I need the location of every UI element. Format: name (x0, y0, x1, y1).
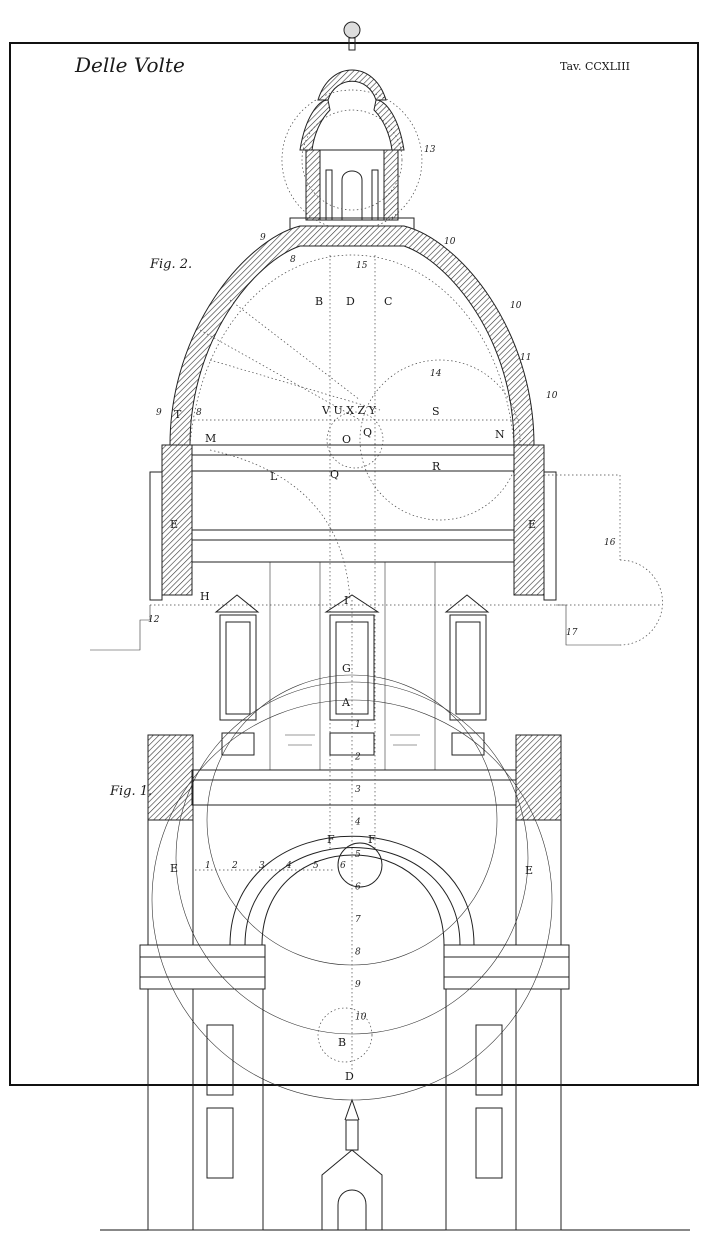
label-E-left-upper: E (170, 518, 178, 531)
horizontal-scale: 1 2 3 4 5 6 (205, 861, 346, 871)
drum (90, 444, 663, 770)
scale-number: 6 (355, 883, 361, 893)
number-14: 14 (430, 369, 442, 379)
label-E-right-upper: E (528, 518, 536, 531)
horizontal-scale-number: 5 (313, 861, 319, 871)
number-9-upper: 9 (260, 233, 266, 243)
scale-number: 2 (354, 753, 361, 763)
horizontal-scale-number: 4 (285, 861, 292, 871)
label-C-top: C (384, 295, 392, 308)
scale-number: 7 (355, 915, 361, 925)
figure-2-label: Fig. 2. (149, 257, 192, 272)
label-Q-upper: Q (363, 426, 372, 439)
number-12: 12 (148, 615, 160, 625)
label-N: N (495, 428, 505, 441)
scale-number: 9 (355, 980, 361, 990)
scale-number: 8 (355, 948, 361, 958)
label-D-bottom: D (345, 1070, 354, 1083)
horizontal-scale-number: 1 (205, 861, 211, 871)
label-T: T (174, 408, 182, 421)
label-B-top: B (315, 295, 323, 308)
plate-frame (9, 42, 699, 1086)
label-H: H (200, 590, 210, 603)
label-M: M (205, 432, 216, 445)
label-Q-lower: Q (330, 468, 339, 481)
number-15: 15 (356, 261, 368, 271)
lantern-finial (343, 21, 361, 39)
horizontal-scale-number: 2 (231, 861, 238, 871)
number-9-lower: 9 (156, 408, 162, 418)
label-A: A (341, 696, 351, 709)
label-D-top: D (346, 295, 355, 308)
piers (139, 819, 570, 1231)
number-11: 11 (520, 353, 531, 363)
label-B-bottom: B (338, 1036, 346, 1049)
number-8-lower: 8 (196, 408, 202, 418)
label-O: O (342, 433, 351, 446)
arch-section (147, 600, 562, 1101)
label-S: S (432, 405, 440, 418)
horizontal-scale-number: 3 (259, 861, 265, 871)
number-16: 16 (604, 538, 616, 548)
number-8-upper: 8 (290, 255, 296, 265)
number-17: 17 (566, 628, 578, 638)
number-10-b: 10 (510, 301, 522, 311)
plate-title-left: Delle Volte (74, 53, 185, 77)
number-10-a: 10 (444, 237, 456, 247)
scale-number: 5 (355, 850, 361, 860)
scale-number: 1 (355, 720, 361, 730)
scale-number: 3 (355, 785, 361, 795)
number-10-c: 10 (546, 391, 558, 401)
label-F-right: F (368, 833, 376, 846)
horizontal-scale-number: 6 (340, 861, 346, 871)
label-R: R (432, 460, 441, 473)
plate-title-right: Tav. CCXLIII (560, 60, 630, 73)
label-G: G (342, 662, 351, 675)
label-E-left-lower: E (170, 862, 178, 875)
vertical-scale: 1 2 3 4 5 6 7 8 9 10 (354, 720, 367, 1023)
scale-number: 10 (355, 1013, 367, 1023)
label-F-left: F (327, 833, 335, 846)
dome (169, 225, 535, 850)
label-L: L (270, 470, 278, 483)
label-E-right-lower: E (525, 864, 533, 877)
scale-number: 4 (354, 818, 361, 828)
distant-chapel (321, 1098, 383, 1230)
figure-1-label: Fig. 1. (109, 784, 152, 799)
label-VUXZY: V U X Z Y (321, 404, 377, 417)
lantern (281, 21, 423, 231)
number-13: 13 (424, 145, 436, 155)
label-I: I (344, 594, 348, 607)
